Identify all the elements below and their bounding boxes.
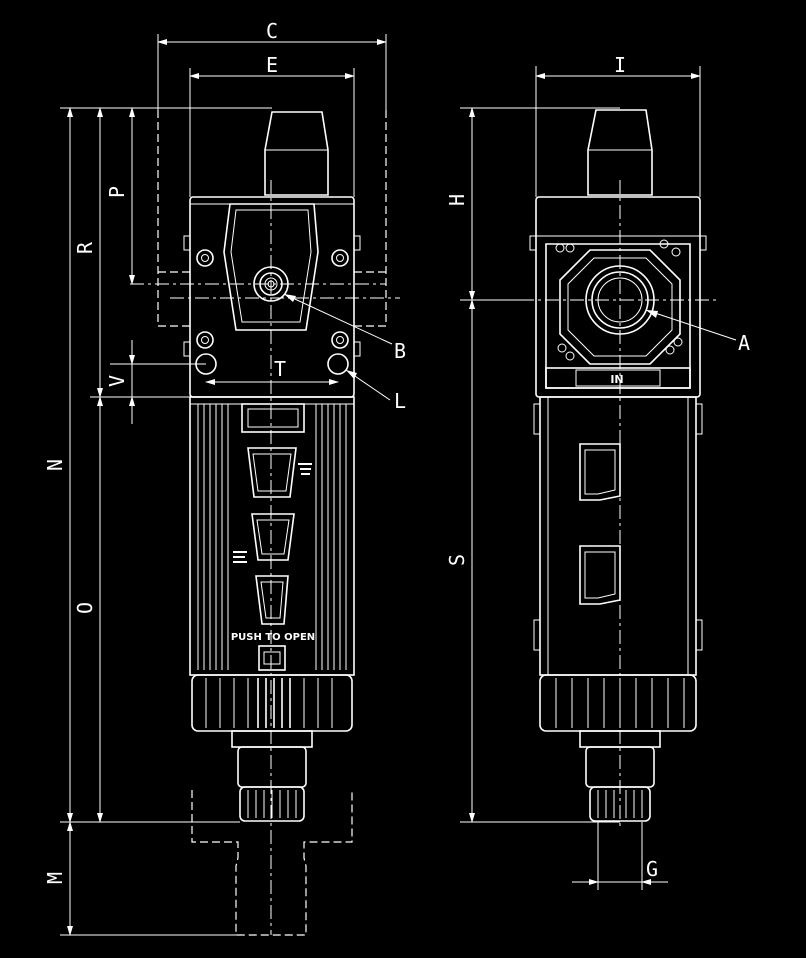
dim-label-S: S bbox=[445, 554, 469, 566]
callout-leader-A bbox=[645, 309, 737, 341]
side-ring-knurl bbox=[555, 678, 685, 728]
dim-label-R: R bbox=[73, 241, 97, 254]
side-bowl-body bbox=[539, 396, 697, 676]
dim-label-C: C bbox=[266, 19, 278, 43]
front-window-top bbox=[241, 403, 305, 433]
inlet-marking: IN bbox=[610, 373, 623, 386]
front-body-ribs bbox=[197, 404, 347, 670]
front-small-markings bbox=[233, 463, 312, 563]
dim-label-O: O bbox=[73, 602, 97, 614]
dim-label-V: V bbox=[105, 375, 129, 387]
dim-label-T: T bbox=[274, 357, 286, 381]
dim-label-I: I bbox=[614, 53, 626, 77]
front-gauge-recess bbox=[223, 203, 319, 331]
side-view: IN bbox=[520, 109, 716, 830]
callout-label-L: L bbox=[394, 389, 406, 413]
front-drain-neck bbox=[231, 730, 313, 748]
front-dimensions: C E N R P O V T M bbox=[43, 19, 406, 936]
callout-leader-B bbox=[283, 293, 393, 345]
push-to-open-label: PUSH TO OPEN bbox=[231, 632, 315, 643]
front-drain-ring bbox=[191, 674, 353, 732]
dim-label-N: N bbox=[43, 459, 67, 471]
front-head-block bbox=[189, 196, 355, 398]
front-nozzle bbox=[264, 111, 329, 196]
front-knob-knurl bbox=[247, 790, 297, 818]
side-window-2 bbox=[579, 545, 621, 605]
front-drain-body bbox=[237, 746, 307, 788]
dim-label-H: H bbox=[445, 194, 469, 206]
front-removal-clearance bbox=[191, 790, 353, 936]
side-window-1 bbox=[579, 443, 621, 501]
front-mount-hole-right bbox=[327, 353, 349, 375]
side-knob-knurl bbox=[597, 790, 643, 818]
front-latch bbox=[258, 645, 286, 671]
dim-label-G: G bbox=[646, 857, 658, 881]
side-in-plate bbox=[545, 367, 691, 389]
side-drain-ring bbox=[539, 674, 697, 732]
front-ring-knurl bbox=[205, 678, 333, 728]
callout-label-A: A bbox=[738, 331, 750, 355]
front-window-3 bbox=[255, 575, 289, 625]
dim-label-M: M bbox=[43, 872, 67, 884]
dim-label-P: P bbox=[105, 186, 129, 198]
side-dimensions: I H S G A bbox=[445, 53, 750, 890]
front-drain-knob bbox=[239, 786, 305, 822]
callout-label-B: B bbox=[394, 339, 406, 363]
front-window-2 bbox=[251, 513, 295, 561]
front-view: PUSH TO OPEN bbox=[130, 110, 400, 936]
front-bracket-hidden bbox=[157, 110, 387, 327]
front-screws bbox=[196, 249, 349, 349]
dim-label-E: E bbox=[266, 53, 278, 77]
front-window-1 bbox=[247, 447, 297, 498]
side-inlet-octagon bbox=[559, 249, 681, 365]
